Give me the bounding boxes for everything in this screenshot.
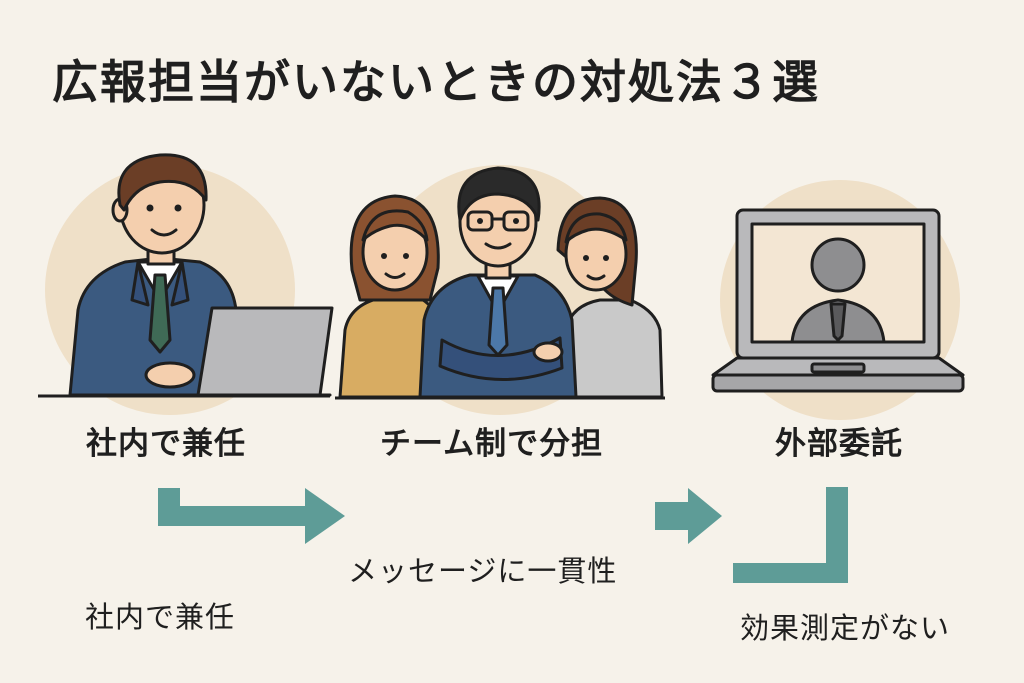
option-label-in-house: 社内で兼任: [86, 426, 246, 462]
flow-connector-3: [733, 487, 848, 583]
flow-arrow-2: [655, 488, 722, 544]
page-title: 広報担当がいないときの対処法３選: [52, 55, 820, 109]
laptop-video-call-icon: [711, 208, 965, 393]
businessman-laptop-icon: [68, 153, 334, 397]
note-left: 社内で兼任: [85, 600, 236, 634]
option-label-outsourcing: 外部委託: [775, 426, 903, 462]
note-middle: メッセージに一貫性: [348, 554, 618, 588]
flow-arrow-1: [158, 488, 345, 544]
option-label-team: チーム制で分担: [380, 426, 604, 462]
team-of-three-icon: [338, 166, 664, 399]
note-right: 効果測定がない: [740, 611, 951, 645]
